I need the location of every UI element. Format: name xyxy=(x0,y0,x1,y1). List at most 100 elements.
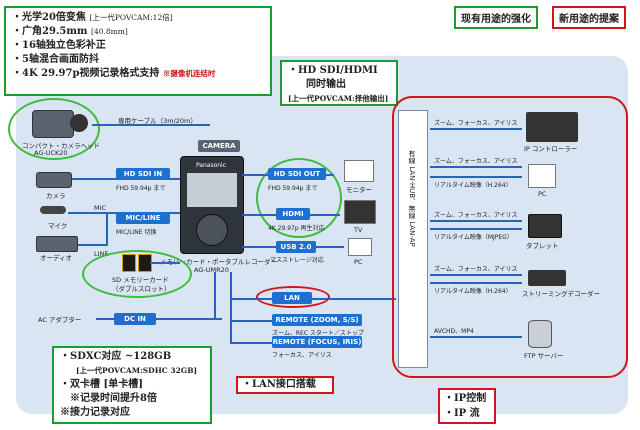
ip-controller-label: IP コントローラー xyxy=(524,145,578,153)
streaming-decoder-label: ストリーミングデコーダー xyxy=(522,290,600,298)
ac-adapter-label: AC アダプター xyxy=(38,316,82,324)
feature-line: ・5轴混合画面防抖 xyxy=(12,54,99,65)
right-label-7: リアルタイム映像（H.264） xyxy=(434,288,512,295)
mic-tag: MIC xyxy=(94,204,107,212)
ftp-server-label: FTP サーバー xyxy=(524,352,564,360)
lan-line xyxy=(230,298,396,300)
pc-right-label: PC xyxy=(538,190,547,198)
line-tag: LINE xyxy=(94,250,109,258)
legend-new: 新用途的提案 xyxy=(552,6,626,29)
feature-line: ・光学20倍变焦 [上一代POVCAM:12倍] xyxy=(12,12,173,23)
remote1-line xyxy=(230,320,272,322)
hd-sdi-out-sub: FHD 59.94p まで xyxy=(268,185,318,192)
legend-existing: 现有用途的强化 xyxy=(454,6,538,29)
ip-controller-icon xyxy=(526,112,578,142)
camera-cable-line xyxy=(92,124,210,126)
ip-line xyxy=(430,274,522,276)
recorder-brand: Panasonic xyxy=(195,162,227,169)
sd-note-line1: ・SDXC对应 ~128GB xyxy=(60,351,172,362)
feature-line: ・4K 29.97p视频记录格式支持 ※摄像机连结时 xyxy=(12,68,216,79)
monitor-icon xyxy=(344,160,374,182)
pc-output-label: PC xyxy=(354,258,363,266)
line-input-connector xyxy=(106,212,108,244)
mic-line-sub: MIC/LINE 切換 xyxy=(116,229,157,236)
usb-port: USB 2.0 xyxy=(276,241,316,253)
hd-sdi-in-port: HD SDI IN xyxy=(116,168,170,180)
pc-icon xyxy=(348,238,372,256)
sd-note-line2: [上一代POVCAM:SDHC 32GB] xyxy=(76,366,198,375)
feature-note-hdsdi: ・HD SDI/HDMI 同时输出 [上一代POVCAM:择他输出] xyxy=(280,60,398,106)
ip-line xyxy=(430,166,522,168)
recorder-down-line-2 xyxy=(230,272,232,342)
highlight-oval-camera xyxy=(8,98,100,160)
right-label-5: リアルタイム映像（MJPEG） xyxy=(434,234,513,241)
audio-device-icon xyxy=(36,236,78,252)
feature-note-camera: ・光学20倍变焦 [上一代POVCAM:12倍] ・广角29.5mm [40.8… xyxy=(4,6,272,96)
right-label-2: ズーム、フォーカス、アイリス xyxy=(434,158,518,165)
ip-note-line2: ・IP 流 xyxy=(444,408,480,419)
right-label-1: ズーム、フォーカス、アイリス xyxy=(434,120,518,127)
usb-sub: マスストレージ対応 xyxy=(270,257,324,264)
feature-line: ・16轴独立色彩补正 xyxy=(12,40,106,51)
ip-line xyxy=(430,128,522,130)
tv-icon xyxy=(344,200,376,224)
hub-label: 有線 LAN-HUB、無線 LAN-AP xyxy=(408,150,416,247)
highlight-oval-lan xyxy=(256,286,330,308)
audio-input-line xyxy=(78,244,108,246)
remote-zoom-port: REMOTE (ZOOM, S/S) xyxy=(272,314,362,326)
camera-head-device xyxy=(32,110,74,138)
recorder-screen xyxy=(186,172,238,208)
remote-zoom-sub: ズーム、REC スタート／ストップ xyxy=(272,330,364,337)
camera-tag: CAMERA xyxy=(198,140,240,152)
right-label-4: ズーム、フォーカス、アイリス xyxy=(434,212,518,219)
lens-icon xyxy=(70,114,88,132)
camera-head-label: コンパクト・カメラヘッド xyxy=(22,142,100,150)
lan-port: LAN xyxy=(272,292,312,304)
ftp-server-icon xyxy=(528,320,552,348)
recorder-dial-icon xyxy=(196,214,228,246)
tablet-label: タブレット xyxy=(526,242,559,250)
lan-hub xyxy=(398,110,428,368)
remote-focus-port: REMOTE (FOCUS, IRIS) xyxy=(272,336,362,348)
ip-line xyxy=(430,282,522,284)
hdsdi-note-line3: [上一代POVCAM:择他输出] xyxy=(288,94,389,103)
recorder-down-line xyxy=(214,272,216,320)
microphone-icon xyxy=(40,206,66,214)
sd-note-line4: ※记录时间提升8倍 xyxy=(70,393,157,404)
hdmi-sub: 4K 29.97p 再生対応 xyxy=(268,225,325,232)
sd-note-line5: ※接力记录对应 xyxy=(60,407,130,418)
ip-line xyxy=(430,220,522,222)
hdmi-port: HDMI xyxy=(276,208,310,220)
ip-line xyxy=(430,176,522,178)
sd-note-line3: ・双卡槽 [单卡槽] xyxy=(60,379,143,390)
audio-label: オーディオ xyxy=(40,254,73,262)
ip-feature-note: ・IP控制 ・IP 流 xyxy=(438,388,496,424)
remote-focus-sub: フォーカス、アイリス xyxy=(272,352,332,359)
video-camera-icon xyxy=(36,172,72,188)
monitor-label: モニター xyxy=(346,186,372,194)
recorder-name: メモリーカード・ポータブルレコーダー xyxy=(160,258,277,266)
mic-line-port: MIC/LINE xyxy=(116,212,170,224)
hdsdi-note-line1: ・HD SDI/HDMI xyxy=(288,65,378,76)
dc-in-port: DC IN xyxy=(114,313,156,325)
right-label-3: リアルタイム映像（H.264） xyxy=(434,182,512,189)
mic-device-label: マイク xyxy=(48,222,68,230)
recorder-model: AG-UMR20 xyxy=(194,266,229,274)
cable-label: 専用ケーブル（3m/20m） xyxy=(118,117,197,125)
highlight-oval-sd xyxy=(82,250,192,298)
tv-label: TV xyxy=(354,226,363,234)
ip-line xyxy=(430,336,522,338)
feature-line: ・广角29.5mm [40.8mm] xyxy=(12,26,128,37)
highlight-oval-outputs xyxy=(256,158,342,238)
lan-feature-note: ・LAN接口搭载 xyxy=(236,376,334,394)
pc-right-icon xyxy=(528,164,556,188)
hdsdi-note-line2: 同时输出 xyxy=(306,79,346,90)
ip-note-line1: ・IP控制 xyxy=(444,393,487,404)
streaming-decoder-icon xyxy=(528,270,566,286)
feature-note-sd: ・SDXC对应 ~128GB [上一代POVCAM:SDHC 32GB] ・双卡… xyxy=(52,346,212,424)
right-label-8: AVCHD、MP4 xyxy=(434,328,474,335)
camera-head-model: AG-UCK20 xyxy=(34,149,68,157)
dc-line xyxy=(96,318,222,320)
tablet-icon xyxy=(528,214,562,238)
remote2-line xyxy=(230,342,272,344)
